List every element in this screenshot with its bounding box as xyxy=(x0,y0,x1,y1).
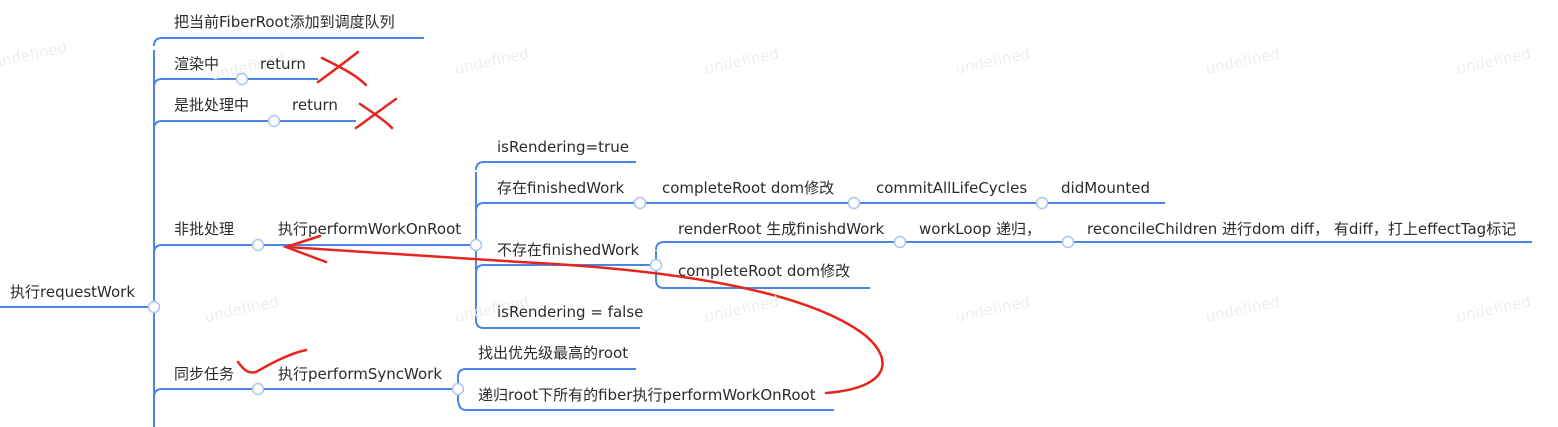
render-line-exist xyxy=(475,202,1165,212)
branch-line-4 xyxy=(153,244,476,254)
render-line-false xyxy=(475,319,640,329)
node-dot-b3 xyxy=(267,114,281,128)
node-dot-not-exist xyxy=(649,258,663,272)
is-rendering-true-label: isRendering=true xyxy=(497,138,629,156)
branch-line-2 xyxy=(153,78,318,88)
node-dot-b4 xyxy=(251,238,265,252)
connector-nodes xyxy=(147,72,1075,396)
complete-root-2-label: completeRoot dom修改 xyxy=(678,262,851,280)
branch-enqueue-label: 把当前FiberRoot添加到调度队列 xyxy=(174,13,395,31)
node-dot-b4-child xyxy=(469,238,483,252)
node-dot-complete xyxy=(847,196,861,210)
cross-mark-2 xyxy=(358,102,394,130)
not-exist-finished-work-label: 不存在finishedWork xyxy=(497,241,640,259)
commit-lifecycles-label: commitAllLifeCycles xyxy=(876,179,1028,197)
render-root-line xyxy=(655,241,1532,251)
rendering-return-label: return xyxy=(260,55,306,73)
root-node-label: 执行requestWork xyxy=(10,283,136,301)
render-root-label: renderRoot 生成finishdWork xyxy=(678,220,885,238)
perform-sync-work-label: 执行performSyncWork xyxy=(278,365,443,383)
sync-recurse-line xyxy=(457,397,834,411)
branch-rendering-label: 渲染中 xyxy=(174,55,220,73)
complete-root-label: completeRoot dom修改 xyxy=(662,179,835,197)
perform-work-on-root-label: 执行performWorkOnRoot xyxy=(278,220,462,238)
node-dot-work-loop xyxy=(1061,235,1075,249)
branch-line-5 xyxy=(153,388,458,398)
loop-arrow-head xyxy=(282,234,328,264)
render-line-not-exist xyxy=(475,264,656,274)
branch-line-1 xyxy=(153,37,424,47)
branch-non-batch-label: 非批处理 xyxy=(174,220,235,238)
node-dot-b5 xyxy=(251,382,265,396)
is-rendering-false-label: isRendering = false xyxy=(497,303,644,321)
node-dot-root xyxy=(147,300,161,314)
batching-return-label: return xyxy=(292,96,338,114)
node-dot-b2 xyxy=(235,72,249,86)
render-line-true xyxy=(475,161,636,171)
branch-sync-task-label: 同步任务 xyxy=(174,365,235,383)
recurse-fibers-label: 递归root下所有的fiber执行performWorkOnRoot xyxy=(478,386,816,404)
did-mounted-label: didMounted xyxy=(1061,179,1150,197)
reconcile-children-label: reconcileChildren 进行dom diff， 有diff，打上ef… xyxy=(1087,220,1517,238)
cross-mark-1 xyxy=(320,56,368,87)
exist-finished-work-label: 存在finishedWork xyxy=(497,179,625,197)
find-highest-priority-root-label: 找出优先级最高的root xyxy=(478,344,629,362)
cross-mark-1b xyxy=(316,50,360,84)
branch-line-3 xyxy=(153,120,356,130)
node-dot-render-root xyxy=(893,235,907,249)
sync-find-line xyxy=(457,368,636,378)
node-dot-exist xyxy=(633,196,647,210)
node-dot-commit xyxy=(1035,196,1049,210)
node-dot-b5-child xyxy=(451,382,465,396)
cross-mark-2b xyxy=(354,97,398,130)
work-loop-label: workLoop 递归， xyxy=(919,220,1042,238)
branch-batching-label: 是批处理中 xyxy=(174,96,250,114)
red-annotations xyxy=(236,50,884,395)
complete-root-line-2 xyxy=(655,279,870,289)
loop-arrow xyxy=(286,245,884,395)
check-mark xyxy=(236,348,308,374)
